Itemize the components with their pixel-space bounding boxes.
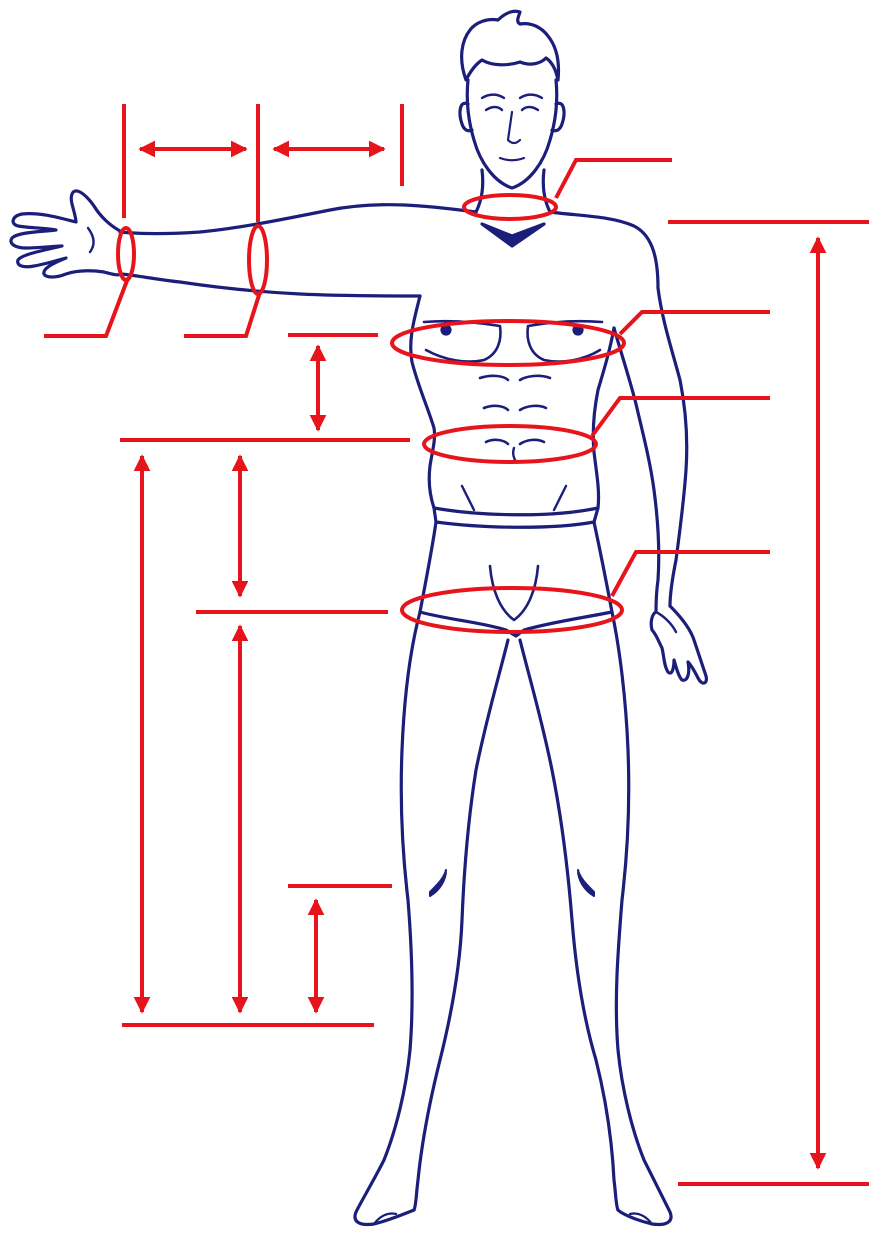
chest-circumference	[392, 321, 624, 365]
left-leg-inner	[414, 640, 508, 1210]
right-arm-outer	[658, 288, 687, 606]
hip-line-left	[462, 486, 474, 510]
wrist-leader-line	[44, 278, 128, 336]
chest-leader-line	[620, 312, 770, 334]
right-brow	[520, 95, 542, 98]
arm-lower-edge	[122, 274, 420, 296]
hip-leader-line	[612, 552, 770, 596]
briefs-bulge	[490, 566, 538, 620]
abs-1	[480, 376, 550, 380]
right-hand	[651, 606, 706, 683]
mouth	[500, 158, 524, 160]
wrist-circumference	[118, 228, 134, 280]
upper-arm-leader-line	[184, 292, 260, 336]
left-eye	[486, 107, 502, 110]
hip-line-right	[554, 486, 566, 510]
left-knee	[430, 870, 446, 896]
right-knee	[578, 870, 594, 896]
hip-circumference	[402, 588, 622, 632]
nose	[508, 112, 520, 143]
palm-crease	[88, 228, 94, 252]
collar-v	[482, 224, 544, 246]
right-thumb	[656, 612, 676, 632]
right-eye	[522, 107, 538, 110]
left-leg-outer	[355, 612, 420, 1225]
right-arm-inner	[614, 328, 659, 612]
neck-right	[543, 170, 550, 212]
waistband	[434, 508, 598, 527]
upper-arm-circumference	[249, 226, 267, 294]
right-shoulder	[550, 212, 658, 288]
neck-leader-line	[556, 160, 672, 198]
abs-3	[486, 440, 544, 444]
waist-leader-line	[592, 398, 770, 436]
arm-upper-edge	[120, 205, 476, 234]
navel	[513, 448, 516, 462]
measurement-guides	[44, 104, 869, 1184]
waist-circumference	[424, 426, 596, 462]
male-figure	[11, 11, 706, 1224]
left-hand	[11, 191, 122, 277]
abs-2	[484, 406, 546, 410]
right-leg-inner	[520, 640, 618, 1210]
left-nipple	[442, 326, 450, 334]
hair	[462, 11, 559, 80]
left-brow	[482, 95, 504, 98]
neck-left	[476, 170, 483, 212]
right-leg-outer	[612, 612, 671, 1225]
